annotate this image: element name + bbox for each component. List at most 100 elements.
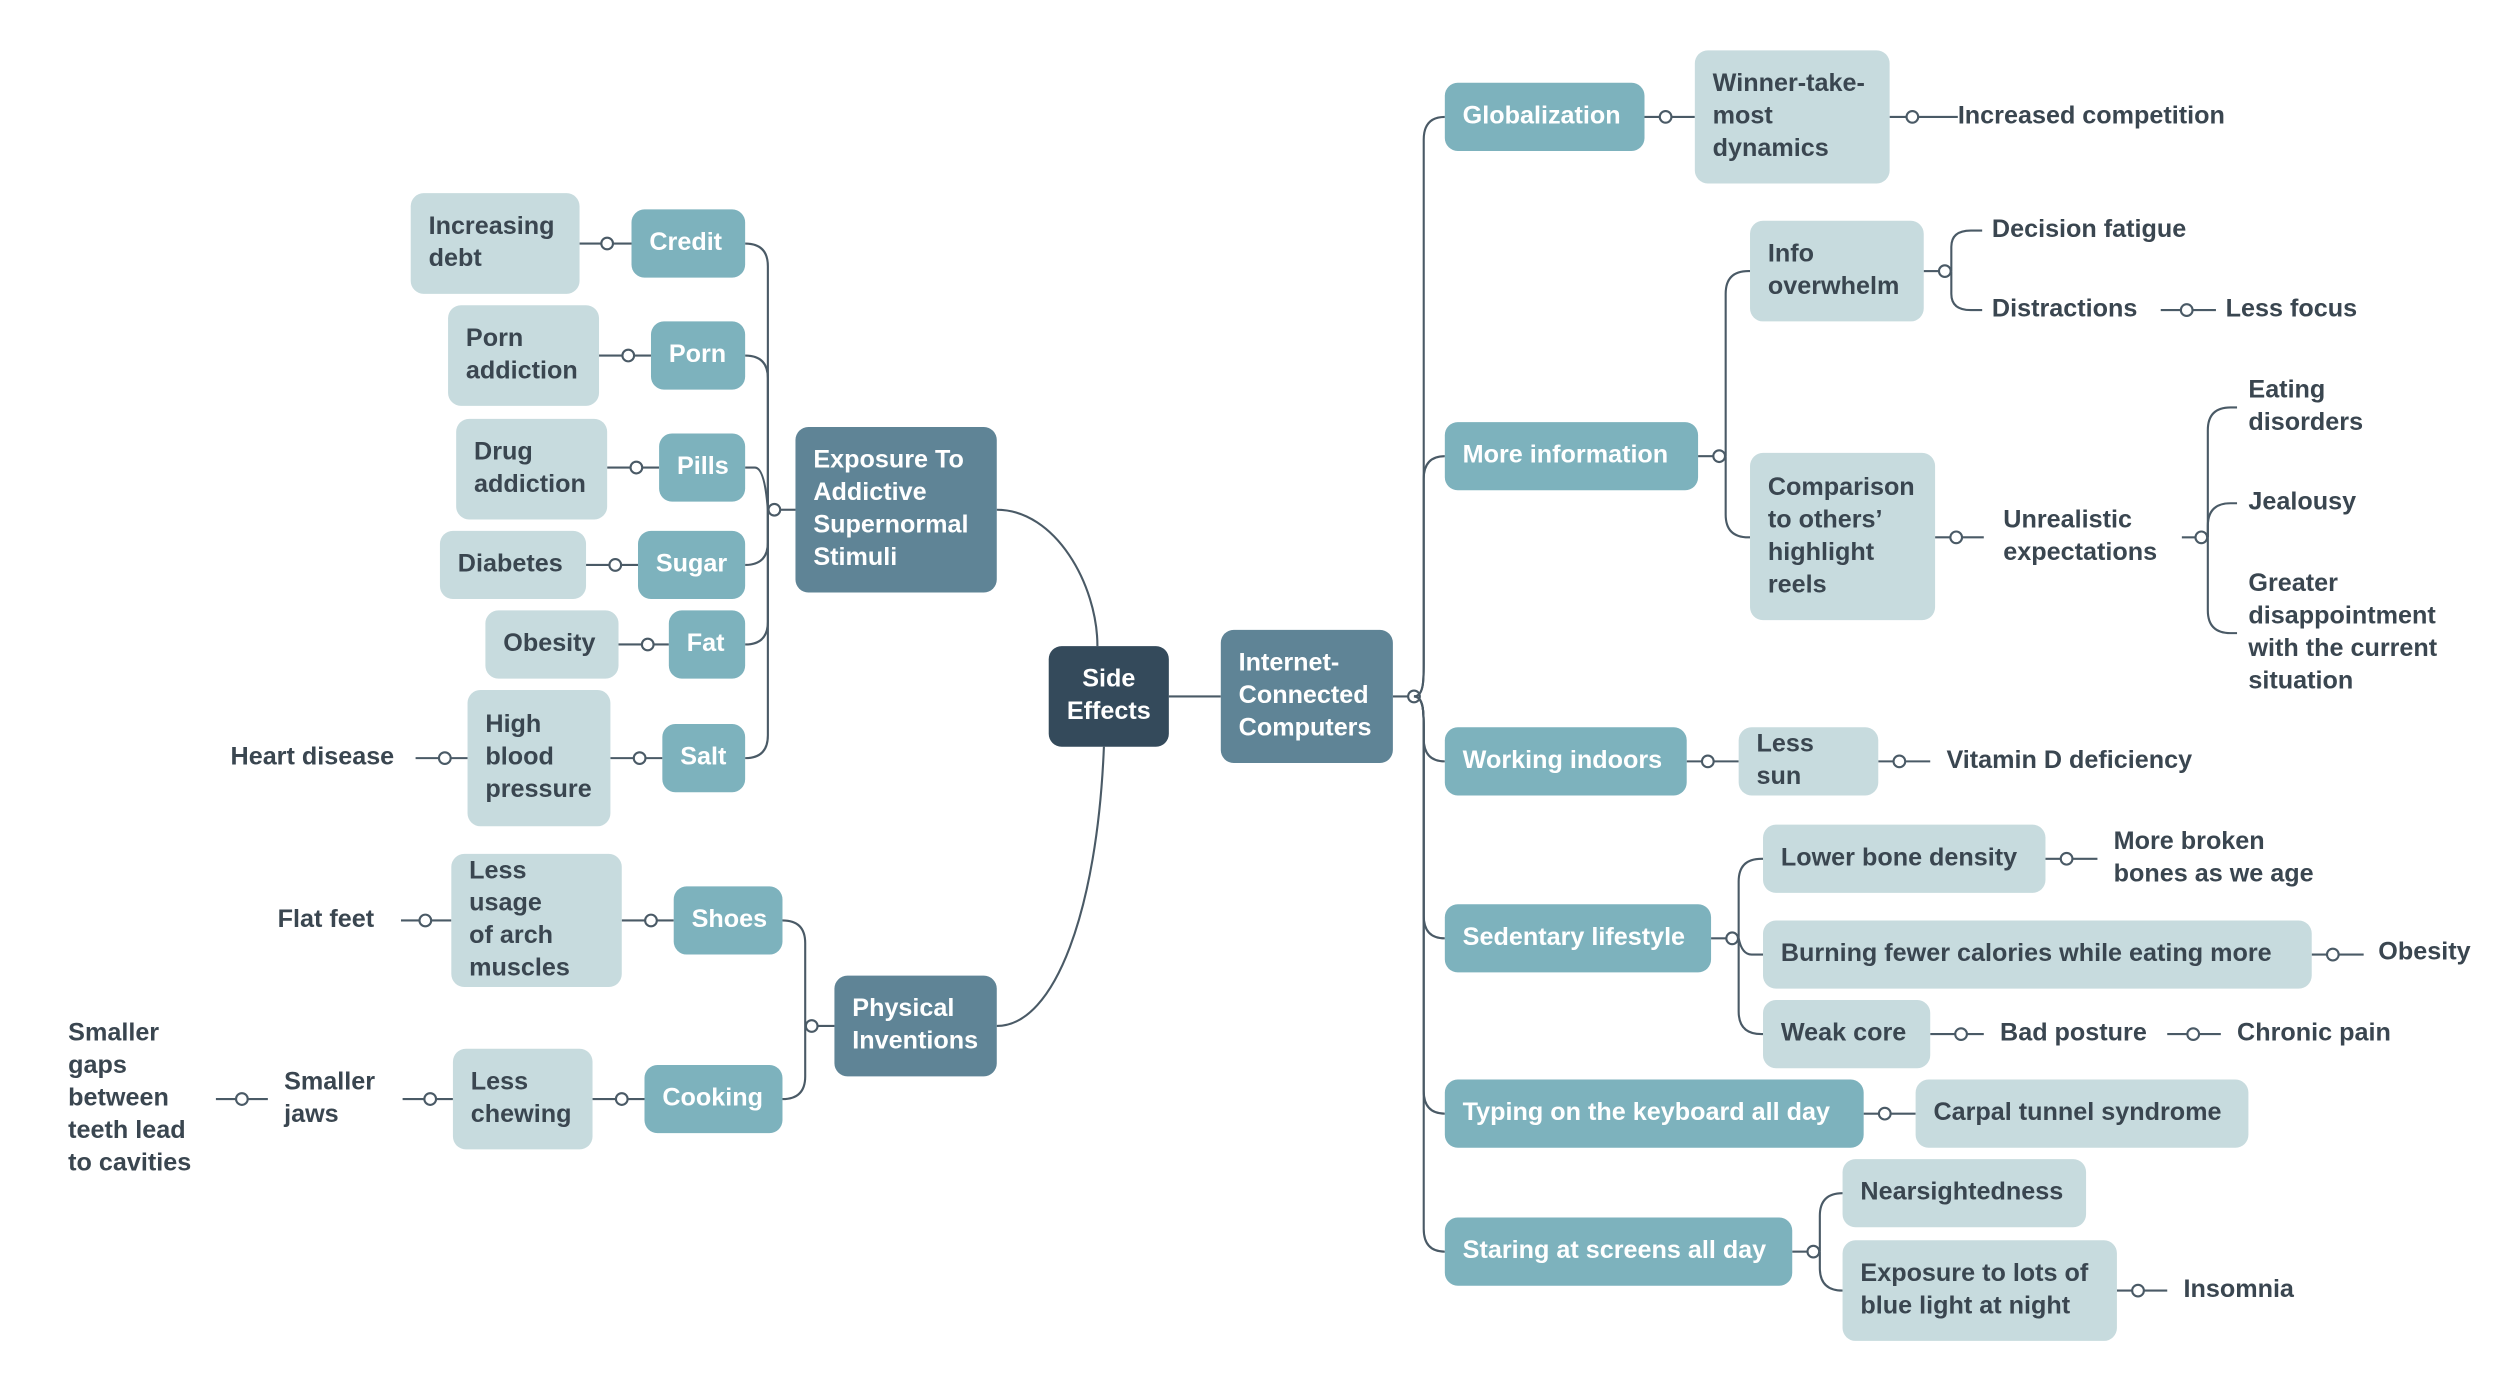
topic-high-blood-pressure[interactable]: High blood pressure	[467, 689, 611, 827]
connector-dot	[2059, 851, 2074, 866]
topic-distractions[interactable]: Distractions	[1991, 295, 2138, 324]
topic-blue-light[interactable]: Exposure to lots of blue light at night	[1842, 1240, 2117, 1341]
connector-line	[1950, 271, 1983, 312]
topic-decision-fatigue[interactable]: Decision fatigue	[1991, 215, 2187, 244]
connector-dot	[1937, 264, 1952, 279]
topic-more-broken-bones[interactable]: More broken bones as we age	[2113, 827, 2314, 888]
topic-salt[interactable]: Salt	[662, 724, 746, 793]
topic-more-information[interactable]: More information	[1444, 422, 1699, 491]
connector-line	[745, 354, 769, 510]
connector-line	[2206, 502, 2238, 538]
connector-dot	[644, 913, 658, 928]
topic-bad-posture[interactable]: Bad posture	[2000, 1019, 2147, 1048]
topic-typing-keyboard[interactable]: Typing on the keyboard all day	[1444, 1079, 1864, 1148]
connector-dot	[804, 1019, 819, 1033]
topic-increasing-debt[interactable]: Increasing debt	[410, 193, 580, 294]
topic-unrealistic-expectations[interactable]: Unrealistic expectations	[2003, 505, 2158, 566]
topic-lower-bone-density[interactable]: Lower bone density	[1763, 824, 2046, 893]
topic-porn[interactable]: Porn	[650, 321, 746, 390]
topic-jealousy[interactable]: Jealousy	[2248, 488, 2357, 517]
topic-eating-disorders[interactable]: Eating disorders	[2248, 375, 2364, 436]
root-topic-side-effects[interactable]: Side Effects	[1048, 646, 1169, 747]
connector-line	[745, 466, 769, 510]
connector-line	[1413, 695, 1445, 763]
topic-working-indoors[interactable]: Working indoors	[1444, 727, 1687, 796]
topic-nearsightedness[interactable]: Nearsightedness	[1842, 1159, 2087, 1228]
connector-dot	[2186, 1027, 2201, 1042]
topic-chronic-pain[interactable]: Chronic pain	[2237, 1019, 2391, 1048]
topic-less-arch-usage[interactable]: Less usage of arch muscles	[451, 853, 622, 988]
topic-less-chewing[interactable]: Less chewing	[452, 1048, 593, 1150]
topic-obesity-sedentary[interactable]: Obesity	[2378, 938, 2471, 966]
topic-burning-fewer-calories[interactable]: Burning fewer calories while eating more	[1763, 920, 2312, 989]
topic-porn-addiction[interactable]: Porn addiction	[448, 305, 600, 406]
topic-drug-addiction[interactable]: Drug addiction	[456, 418, 608, 520]
topic-addictive-stimuli[interactable]: Exposure To Addictive Supernormal Stimul…	[795, 426, 997, 593]
connector-line	[1724, 270, 1751, 457]
connector-line	[745, 509, 769, 646]
connector-dot	[2194, 530, 2209, 545]
topic-winner-take-most[interactable]: Winner-take- most dynamics	[1694, 50, 1890, 184]
connector-dot	[1658, 109, 1673, 124]
topic-shoes[interactable]: Shoes	[673, 886, 783, 955]
connector-dot	[629, 460, 644, 475]
connector-line	[782, 1025, 807, 1101]
connector-line	[2206, 537, 2238, 635]
topic-heart-disease[interactable]: Heart disease	[230, 743, 395, 772]
topic-vitamin-d-deficiency[interactable]: Vitamin D deficiency	[1946, 746, 2193, 775]
topic-credit[interactable]: Credit	[631, 209, 746, 278]
topic-smaller-jaws[interactable]: Smaller jaws	[284, 1067, 376, 1128]
connector-dot	[600, 236, 615, 251]
connector-dot	[608, 558, 623, 572]
topic-greater-disappointment[interactable]: Greater disappointment with the current …	[2248, 569, 2438, 695]
topic-internet-connected-computers[interactable]: Internet- Connected Computers	[1220, 629, 1393, 763]
topic-carpal-tunnel[interactable]: Carpal tunnel syndrome	[1915, 1079, 2249, 1148]
connector-line	[1818, 1192, 1843, 1252]
topic-increased-competition[interactable]: Increased competition	[1957, 102, 2225, 130]
connector-line	[1818, 1251, 1843, 1292]
connector-dot	[1700, 754, 1715, 769]
connector-line	[745, 509, 769, 566]
connector-dot	[1892, 754, 1907, 769]
connector-dot	[1725, 931, 1740, 946]
topic-smaller-gaps-cavities[interactable]: Smaller gaps between teeth lead to cavit…	[68, 1019, 192, 1177]
connector-line	[1737, 938, 1764, 1036]
connector-line	[1413, 455, 1445, 698]
topic-flat-feet[interactable]: Flat feet	[277, 905, 375, 934]
topic-sugar[interactable]: Sugar	[637, 530, 746, 600]
connector-line	[1737, 857, 1764, 939]
topic-weak-core[interactable]: Weak core	[1763, 1000, 1931, 1069]
topic-obesity-fat[interactable]: Obesity	[485, 610, 619, 679]
connector-dot	[767, 502, 782, 517]
connector-dot	[437, 751, 452, 766]
topic-sedentary-lifestyle[interactable]: Sedentary lifestyle	[1444, 904, 1712, 973]
topic-staring-screens[interactable]: Staring at screens all day	[1444, 1217, 1793, 1286]
topic-less-sun[interactable]: Less sun	[1738, 727, 1879, 796]
connector-dot	[2325, 947, 2340, 962]
connector-line	[1413, 695, 1445, 1253]
topic-comparison-highlight-reels[interactable]: Comparison to others’ highlight reels	[1750, 452, 1936, 621]
connector-line	[1950, 229, 1983, 272]
topic-globalization[interactable]: Globalization	[1444, 82, 1645, 151]
connector-dot	[2131, 1283, 2145, 1298]
connector-dot	[614, 1092, 629, 1106]
connector-line	[1413, 115, 1445, 698]
connector-line	[745, 242, 769, 510]
connector-dot	[640, 637, 655, 652]
topic-less-focus[interactable]: Less focus	[2225, 295, 2358, 324]
topic-info-overwhelm[interactable]: Info overwhelm	[1750, 220, 1924, 322]
topic-pills[interactable]: Pills	[659, 433, 746, 502]
connector-line	[996, 746, 1105, 1028]
topic-insomnia[interactable]: Insomnia	[2183, 1275, 2294, 1304]
topic-fat[interactable]: Fat	[668, 610, 746, 679]
topic-diabetes[interactable]: Diabetes	[439, 530, 587, 600]
topic-cooking[interactable]: Cooking	[644, 1064, 783, 1134]
connector-line	[745, 509, 769, 760]
connector-dot	[1905, 109, 1920, 124]
connector-line	[2206, 406, 2238, 538]
topic-physical-inventions[interactable]: Physical Inventions	[834, 975, 997, 1077]
connector-dot	[632, 751, 647, 766]
connector-line	[1413, 695, 1445, 940]
connector-dot	[1712, 449, 1727, 464]
